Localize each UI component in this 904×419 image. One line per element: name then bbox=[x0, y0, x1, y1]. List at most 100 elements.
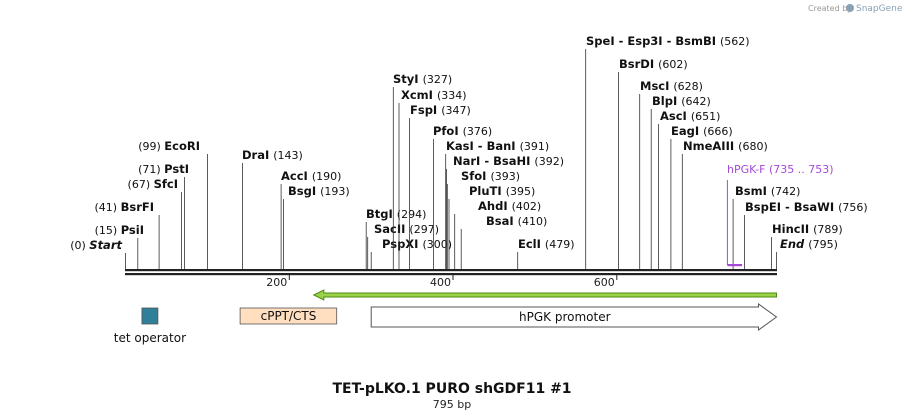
feature-hpgk-promoter bbox=[370, 303, 778, 331]
reverse-feature-arrow bbox=[312, 289, 777, 301]
site-position: (479) bbox=[545, 238, 575, 251]
site-position: (393) bbox=[490, 170, 520, 183]
site-label-drai: DraI (143) bbox=[242, 148, 303, 162]
site-label-pfoi: PfoI (376) bbox=[433, 124, 492, 138]
site-position: (642) bbox=[681, 95, 711, 108]
feature-cppt-cts bbox=[239, 307, 338, 325]
site-position: (334) bbox=[437, 89, 467, 102]
site-label-asci: AscI (651) bbox=[660, 109, 720, 123]
site-position: (67) bbox=[128, 178, 154, 191]
tick-label-400: 400 bbox=[430, 276, 451, 289]
backbone-top-strand bbox=[125, 269, 777, 272]
tick-label-600: 600 bbox=[594, 276, 615, 289]
restriction-sites: (0) Start(15) PsiI(41) BsrFI(67) SfcI(71… bbox=[70, 34, 868, 269]
site-label-msci: MscI (628) bbox=[640, 79, 703, 93]
site-name: PspXI bbox=[382, 237, 422, 251]
site-name: SfoI bbox=[461, 169, 490, 183]
site-name: PfoI bbox=[433, 124, 463, 138]
map-title: TET-pLKO.1 PURO shGDF11 #1 bbox=[332, 381, 571, 397]
credit-prefix: Created by bbox=[808, 4, 852, 13]
site-position: (402) bbox=[512, 200, 542, 213]
site-name: HincII bbox=[772, 222, 813, 236]
site-label-xcmi: XcmI (334) bbox=[401, 88, 467, 102]
snapgene-credit: Created by SnapGene bbox=[808, 4, 903, 14]
site-label-sfoi: SfoI (393) bbox=[461, 169, 520, 183]
site-position: (680) bbox=[738, 140, 768, 153]
site-position: (395) bbox=[506, 185, 536, 198]
site-label-bsai: BsaI (410) bbox=[486, 214, 547, 228]
primer-label: hPGK-F (735 .. 753) bbox=[727, 163, 834, 176]
site-name: DraI bbox=[242, 148, 273, 162]
site-label-hincii: HincII (789) bbox=[772, 222, 843, 236]
site-position: (143) bbox=[273, 149, 303, 162]
site-position: (651) bbox=[691, 110, 721, 123]
site-label-btgi: BtgI (294) bbox=[366, 207, 426, 221]
feature-label-hpgk-promoter: hPGK promoter bbox=[519, 310, 611, 324]
site-name: BspEI - BsaWI bbox=[745, 200, 838, 214]
site-position: (41) bbox=[95, 201, 121, 214]
site-label-acci: AccI (190) bbox=[281, 169, 341, 183]
site-name: NmeAIII bbox=[683, 139, 738, 153]
site-position: (756) bbox=[838, 201, 868, 214]
site-position: (666) bbox=[703, 125, 733, 138]
site-position: (391) bbox=[520, 140, 550, 153]
map-subtitle: 795 bp bbox=[433, 398, 471, 411]
site-label-start: (0) Start bbox=[70, 238, 122, 252]
site-label-sacii: SacII (297) bbox=[374, 222, 439, 236]
site-name: BsgI bbox=[288, 184, 320, 198]
site-label-spei-esp3i-bsmbi: SpeI - Esp3I - BsmBI (562) bbox=[586, 34, 750, 48]
site-label-sfci: (67) SfcI bbox=[128, 177, 178, 191]
backbone bbox=[125, 269, 777, 276]
site-position: (795) bbox=[808, 238, 838, 251]
site-position: (327) bbox=[423, 73, 453, 86]
site-name: BtgI bbox=[366, 207, 397, 221]
site-label-styi: StyI (327) bbox=[393, 72, 452, 86]
site-name: MscI bbox=[640, 79, 673, 93]
site-label-end: End (795) bbox=[780, 237, 838, 251]
site-position: (294) bbox=[397, 208, 427, 221]
site-label-ecli: EclI (479) bbox=[518, 237, 575, 251]
site-label-bspei-bsawi: BspEI - BsaWI (756) bbox=[745, 200, 868, 214]
site-position: (99) bbox=[138, 140, 164, 153]
site-label-pspxi: PspXI (300) bbox=[382, 237, 452, 251]
site-name: PsiI bbox=[121, 223, 144, 237]
site-name: BsaI bbox=[486, 214, 518, 228]
site-name: AhdI bbox=[478, 199, 512, 213]
site-label-blpi: BlpI (642) bbox=[652, 94, 711, 108]
site-label-psti: (71) PstI bbox=[138, 162, 189, 176]
site-name: SfcI bbox=[154, 177, 178, 191]
site-position: (193) bbox=[320, 185, 350, 198]
site-label-kasi-bani: KasI - BanI (391) bbox=[446, 139, 549, 153]
site-name: Start bbox=[89, 238, 122, 252]
snapgene-logo-icon bbox=[846, 4, 854, 12]
site-name: SpeI - Esp3I - BsmBI bbox=[586, 34, 720, 48]
site-position: (15) bbox=[95, 224, 121, 237]
site-position: (300) bbox=[422, 238, 452, 251]
site-position: (347) bbox=[441, 104, 471, 117]
site-name: NarI - BsaHI bbox=[453, 154, 534, 168]
site-name: AscI bbox=[660, 109, 691, 123]
site-label-nmeaiii: NmeAIII (680) bbox=[683, 139, 768, 153]
site-label-ecori: (99) EcoRI bbox=[138, 139, 200, 153]
site-position: (742) bbox=[771, 185, 801, 198]
site-name: StyI bbox=[393, 72, 423, 86]
site-name: KasI - BanI bbox=[446, 139, 520, 153]
site-name: BlpI bbox=[652, 94, 681, 108]
site-position: (789) bbox=[813, 223, 843, 236]
site-name: EagI bbox=[671, 124, 703, 138]
site-label-bsmi: BsmI (742) bbox=[735, 184, 800, 198]
site-label-psii: (15) PsiI bbox=[95, 223, 144, 237]
site-label-fspi: FspI (347) bbox=[410, 103, 471, 117]
site-name: FspI bbox=[410, 103, 441, 117]
site-position: (71) bbox=[138, 163, 164, 176]
site-position: (562) bbox=[720, 35, 750, 48]
site-position: (602) bbox=[658, 58, 688, 71]
site-position: (410) bbox=[518, 215, 548, 228]
site-position: (0) bbox=[70, 239, 89, 252]
site-position: (376) bbox=[463, 125, 493, 138]
site-name: EclI bbox=[518, 237, 545, 251]
backbone-bottom-strand bbox=[125, 273, 777, 276]
